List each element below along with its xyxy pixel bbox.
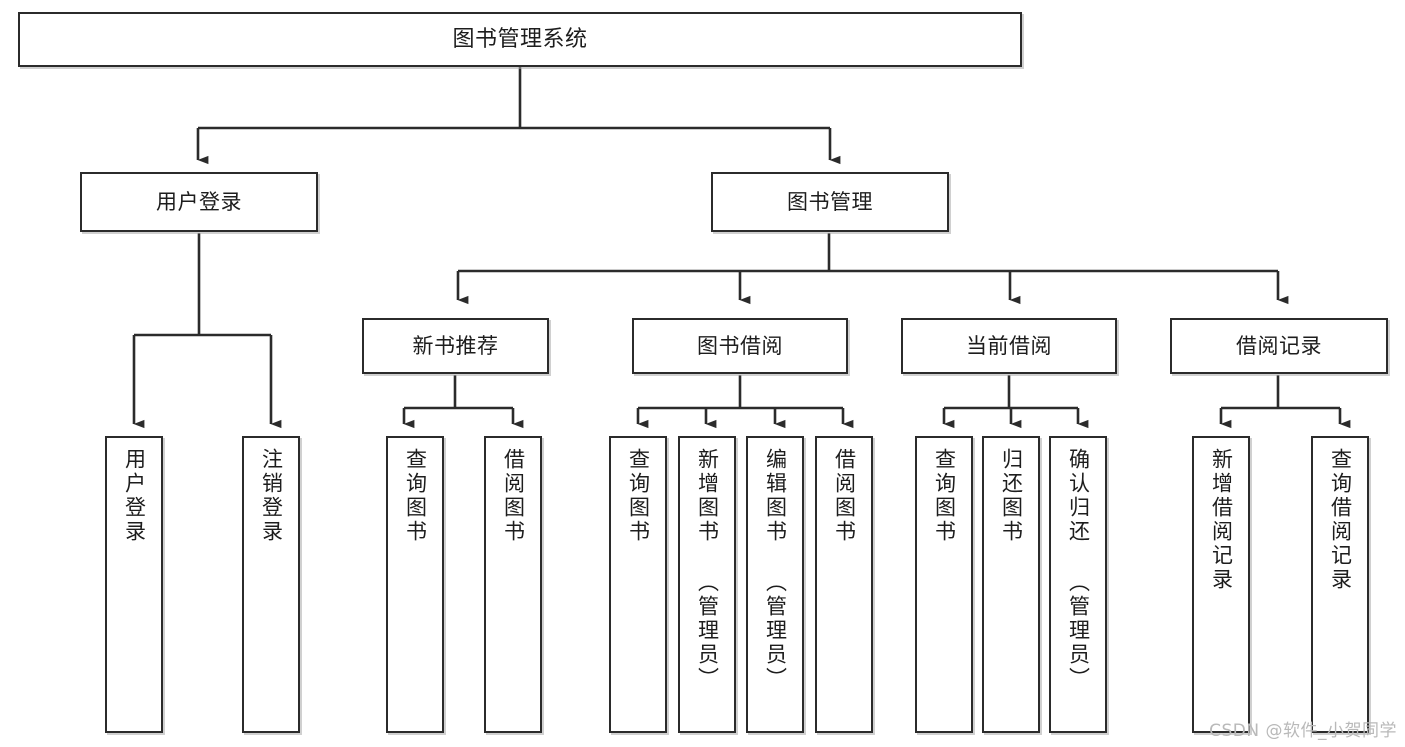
- leaf-newbook-query-label: 查询图书: [403, 448, 428, 544]
- node-book-borrow-label: 图书借阅: [697, 333, 783, 358]
- csdn-watermark: CSDN @软件_小贺同学: [1209, 721, 1397, 741]
- leaf-record-query-label: 查询借阅记录: [1328, 448, 1353, 592]
- leaf-record-query[interactable]: 查询借阅记录: [1311, 436, 1369, 733]
- node-current-borrow[interactable]: 当前借阅: [901, 318, 1117, 374]
- node-borrow-record[interactable]: 借阅记录: [1170, 318, 1388, 374]
- node-new-book-recommend[interactable]: 新书推荐: [362, 318, 549, 374]
- node-user-login-label: 用户登录: [156, 189, 242, 214]
- leaf-current-query-label: 查询图书: [932, 448, 957, 544]
- node-new-book-recommend-label: 新书推荐: [412, 333, 499, 358]
- node-borrow-record-label: 借阅记录: [1236, 333, 1322, 358]
- leaf-user-logout-label: 注销登录: [259, 448, 284, 544]
- node-current-borrow-label: 当前借阅: [966, 333, 1052, 358]
- node-book-management-label: 图书管理: [787, 189, 873, 214]
- leaf-borrow-query[interactable]: 查询图书: [609, 436, 667, 733]
- leaf-user-login[interactable]: 用户登录: [105, 436, 163, 733]
- leaf-current-query[interactable]: 查询图书: [915, 436, 973, 733]
- leaf-current-return-label: 归还图书: [999, 448, 1024, 544]
- leaf-record-add-label: 新增借阅记录: [1209, 448, 1234, 592]
- leaf-borrow-borrow-book[interactable]: 借阅图书: [815, 436, 873, 733]
- leaf-borrow-borrow-book-label: 借阅图书: [832, 448, 857, 544]
- leaf-current-confirm-return[interactable]: 确认归还 （管理员）: [1049, 436, 1107, 733]
- leaf-user-logout[interactable]: 注销登录: [242, 436, 300, 733]
- leaf-current-return[interactable]: 归还图书: [982, 436, 1040, 733]
- node-book-borrow[interactable]: 图书借阅: [632, 318, 848, 374]
- leaf-borrow-query-label: 查询图书: [626, 448, 651, 544]
- leaf-record-add[interactable]: 新增借阅记录: [1192, 436, 1250, 733]
- leaf-borrow-edit-book-label: 编辑图书 （管理员）: [763, 448, 788, 691]
- node-root[interactable]: 图书管理系统: [18, 12, 1022, 67]
- node-book-management[interactable]: 图书管理: [711, 172, 949, 232]
- leaf-newbook-query[interactable]: 查询图书: [386, 436, 444, 733]
- leaf-user-login-label: 用户登录: [122, 448, 147, 544]
- leaf-borrow-edit-book[interactable]: 编辑图书 （管理员）: [746, 436, 804, 733]
- leaf-borrow-add-book-label: 新增图书 （管理员）: [695, 448, 720, 691]
- node-root-label: 图书管理系统: [452, 26, 588, 52]
- leaf-borrow-add-book[interactable]: 新增图书 （管理员）: [678, 436, 736, 733]
- leaf-newbook-borrow-label: 借阅图书: [501, 448, 526, 544]
- leaf-current-confirm-return-label: 确认归还 （管理员）: [1066, 448, 1091, 691]
- leaf-newbook-borrow[interactable]: 借阅图书: [484, 436, 542, 733]
- node-user-login[interactable]: 用户登录: [80, 172, 318, 232]
